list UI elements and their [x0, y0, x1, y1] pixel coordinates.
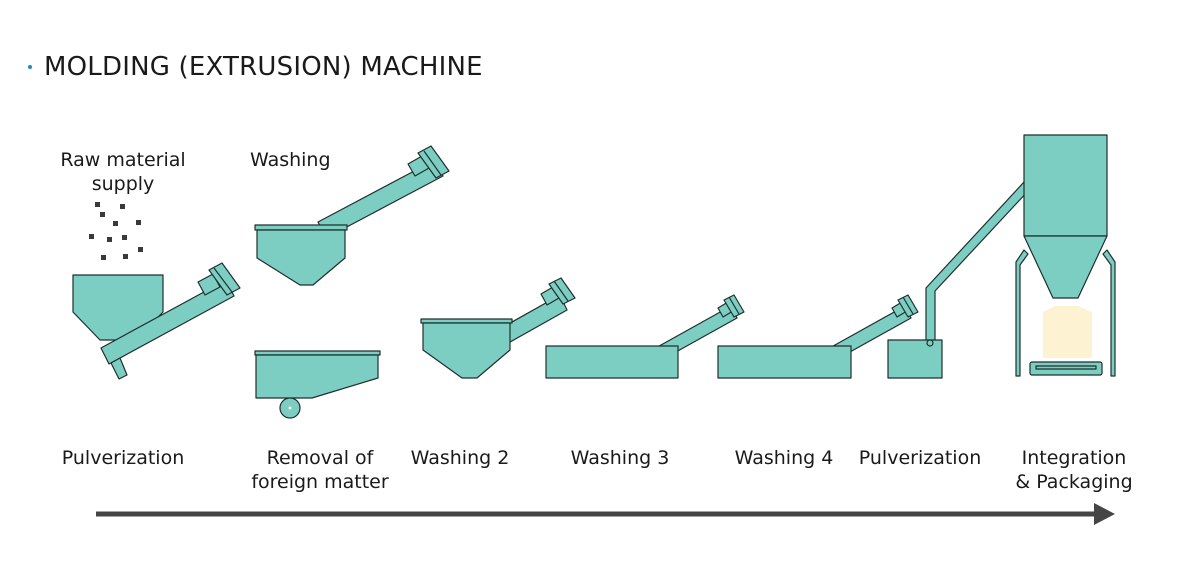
stage-label-line: Washing 2 [410, 447, 510, 469]
stage-label-line: Pulverization [61, 447, 185, 469]
washing-4-tank [717, 345, 852, 379]
stage-label-line: Pulverization [858, 447, 982, 469]
stage-label-line: Washing 4 [734, 447, 834, 469]
silo-frame [1015, 249, 1116, 377]
silo [1023, 134, 1108, 299]
washing-tank [254, 224, 348, 286]
stage-label-pulverization-2: Pulverization [852, 446, 988, 470]
stage-label-line: foreign matter [251, 471, 389, 493]
raw-material-label: Raw material supply [55, 148, 191, 196]
raw-material-particles [89, 202, 143, 260]
washing-conveyor [317, 145, 450, 239]
title-bullet [28, 65, 32, 69]
stage-label-integration: Integration & Packaging [1010, 446, 1138, 494]
stage-label-line: Removal of [266, 447, 374, 469]
washing-3-tank [545, 345, 679, 379]
raw-material-label-line-1: Raw material [60, 149, 186, 171]
removal-tank [254, 350, 381, 419]
stage-label-pulverization-1: Pulverization [52, 446, 194, 470]
packaging-bag [1043, 306, 1092, 358]
washing-label: Washing [250, 149, 331, 171]
page-title: MOLDING (EXTRUSION) MACHINE [44, 52, 483, 82]
stage-label-washing-2: Washing 2 [404, 446, 516, 470]
process-arrow [96, 503, 1115, 525]
stage-label-line: & Packaging [1015, 471, 1133, 493]
transport-pipe [925, 181, 1030, 345]
pulverizer-conveyor [100, 262, 241, 380]
washing-2-tank [420, 318, 513, 379]
stage-label-removal: Removal of foreign matter [246, 446, 394, 494]
raw-material-label-line-2: supply [91, 173, 155, 195]
title-row: MOLDING (EXTRUSION) MACHINE [28, 52, 483, 82]
pulverizer-2-box [887, 339, 943, 379]
stage-label-line: Integration [1021, 447, 1127, 469]
stage-label-washing-4: Washing 4 [728, 446, 840, 470]
stage-label-washing-3: Washing 3 [564, 446, 676, 470]
stage-label-line: Washing 3 [570, 447, 670, 469]
